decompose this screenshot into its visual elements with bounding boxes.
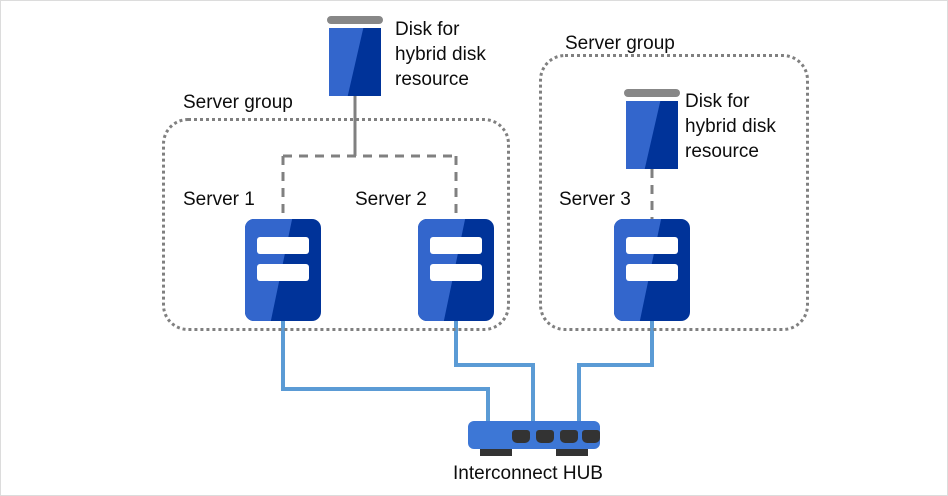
server-slot-bottom bbox=[430, 264, 482, 281]
hub-port-3 bbox=[560, 430, 578, 443]
server3-hub-link bbox=[577, 321, 654, 421]
disk-right-label: Disk for hybrid disk resource bbox=[685, 91, 776, 162]
hub-port-4 bbox=[582, 430, 600, 443]
server-body bbox=[614, 219, 690, 321]
server-1-label: Server 1 bbox=[183, 189, 255, 210]
server-slot-top bbox=[257, 237, 309, 254]
hub-port-2 bbox=[536, 430, 554, 443]
hub-foot-right bbox=[556, 449, 588, 456]
hub-shell bbox=[468, 421, 600, 449]
server2-hub-link bbox=[454, 321, 535, 421]
disk-body bbox=[626, 101, 678, 169]
interconnect-hub-icon bbox=[468, 421, 600, 457]
server-2-icon bbox=[418, 219, 494, 321]
disk-right-icon bbox=[624, 89, 680, 169]
server-slot-bottom bbox=[257, 264, 309, 281]
server1-hub-link bbox=[281, 321, 490, 421]
hub-port-1 bbox=[512, 430, 530, 443]
right-server-group-label: Server group bbox=[565, 33, 675, 54]
disk-sheen bbox=[626, 101, 661, 169]
server-slot-bottom bbox=[626, 264, 678, 281]
server-2-label: Server 2 bbox=[355, 189, 427, 210]
disk-cap bbox=[624, 89, 680, 97]
server-body bbox=[245, 219, 321, 321]
disk-body bbox=[329, 28, 381, 96]
disk-sheen bbox=[329, 28, 364, 96]
right-server-group-box bbox=[539, 54, 809, 331]
disk-shared-label: Disk for hybrid disk resource bbox=[395, 19, 486, 90]
interconnect-hub-label: Interconnect HUB bbox=[453, 463, 603, 484]
server-slot-top bbox=[430, 237, 482, 254]
disk-cap bbox=[327, 16, 383, 24]
left-server-group-label: Server group bbox=[183, 92, 293, 113]
server-body bbox=[418, 219, 494, 321]
server-3-label: Server 3 bbox=[559, 189, 631, 210]
left-server-group-box bbox=[162, 118, 510, 331]
server-1-icon bbox=[245, 219, 321, 321]
shared-disk-link bbox=[281, 96, 458, 219]
hub-foot-left bbox=[480, 449, 512, 456]
server-3-icon bbox=[614, 219, 690, 321]
server-slot-top bbox=[626, 237, 678, 254]
disk-shared-icon bbox=[327, 16, 383, 96]
